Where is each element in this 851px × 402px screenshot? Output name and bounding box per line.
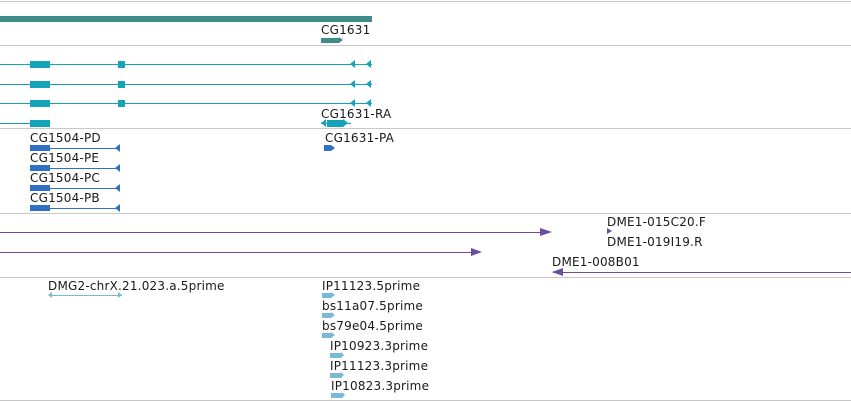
protein-row[interactable] — [30, 208, 120, 209]
gene-span-bar[interactable] — [0, 16, 372, 22]
protein-feature[interactable] — [30, 145, 50, 151]
track-separator — [0, 1, 851, 2]
transcript-end-arrow-icon — [350, 60, 355, 68]
transcript-end-arrow-icon — [366, 99, 371, 107]
transcript-exon[interactable] — [118, 100, 125, 107]
est-feature[interactable] — [330, 353, 341, 358]
track-separator — [0, 45, 851, 46]
est-label-bs79e04-5prime[interactable]: bs79e04.5prime — [322, 319, 423, 333]
protein-end-arrow-icon — [115, 144, 120, 152]
protein-track: CG1631-PA CG1504-PD CG1504-PE CG1504-PC … — [0, 129, 851, 213]
est-arrow-icon — [331, 332, 335, 338]
transcript-exon[interactable] — [118, 61, 125, 68]
est-arrow-icon — [341, 372, 344, 378]
est-feature[interactable] — [330, 373, 341, 378]
clone-label-dme1-008b01[interactable]: DME1-008B01 — [552, 255, 640, 269]
transcript-exon[interactable] — [327, 120, 343, 127]
transcript-exon[interactable] — [30, 100, 50, 107]
transcript-exon[interactable] — [30, 120, 50, 127]
protein-row[interactable] — [30, 168, 120, 169]
track-separator — [0, 400, 851, 401]
gene-feature-cg1631[interactable] — [321, 38, 339, 43]
transcript-end-arrow-icon — [343, 119, 348, 127]
transcript-track: CG1631-RA — [0, 46, 851, 128]
track-separator — [0, 277, 851, 278]
protein-feature[interactable] — [30, 205, 50, 211]
protein-label-cg1504-pe[interactable]: CG1504-PE — [30, 151, 100, 165]
est-label-bs11a07-5prime[interactable]: bs11a07.5prime — [322, 299, 423, 313]
protein-label-cg1631-pa[interactable]: CG1631-PA — [325, 131, 395, 145]
protein-label-cg1504-pc[interactable]: CG1504-PC — [30, 171, 100, 185]
protein-end-arrow-icon — [115, 164, 120, 172]
transcript-label-cg1631-ra[interactable]: CG1631-RA — [321, 107, 392, 121]
clone-row[interactable] — [0, 232, 548, 233]
transcript-row[interactable] — [0, 84, 372, 85]
transcript-end-arrow-icon — [350, 99, 355, 107]
track-separator — [0, 128, 851, 129]
est-feature[interactable] — [322, 313, 331, 318]
est-arrow-icon — [331, 312, 335, 318]
est-feature[interactable] — [331, 393, 342, 398]
transcript-exon[interactable] — [118, 81, 125, 88]
clone-end-arrow-icon — [540, 228, 552, 236]
clone-row[interactable] — [553, 272, 851, 273]
est-arrow-icon — [331, 292, 335, 298]
transcript-end-arrow-icon — [366, 80, 371, 88]
est-track: DMG2-chrX.21.023.a.5prime IP11123.5prime… — [0, 278, 851, 400]
protein-feature[interactable] — [30, 185, 50, 191]
protein-strand-arrow-icon — [331, 145, 335, 151]
protein-label-cg1504-pd[interactable]: CG1504-PD — [30, 131, 101, 145]
transcript-row[interactable] — [0, 103, 372, 104]
transcript-exon[interactable] — [30, 81, 50, 88]
est-arrow-icon — [341, 352, 344, 358]
protein-row[interactable] — [30, 188, 120, 189]
est-label-dmg2-chrx[interactable]: DMG2-chrX.21.023.a.5prime — [48, 279, 225, 293]
clone-track: DME1-015C20.F DME1-019I19.R DME1-008B01 — [0, 214, 851, 277]
est-label-ip10923-3prime[interactable]: IP10923.3prime — [330, 339, 429, 353]
transcript-end-arrow-icon — [350, 80, 355, 88]
track-separator — [0, 213, 851, 214]
transcript-exon[interactable] — [30, 61, 50, 68]
est-start-arrow-icon — [48, 292, 52, 298]
protein-end-arrow-icon — [115, 204, 120, 212]
clone-row[interactable] — [0, 252, 480, 253]
est-feature[interactable] — [322, 293, 331, 298]
est-feature[interactable] — [322, 333, 331, 338]
protein-end-arrow-icon — [115, 184, 120, 192]
est-label-ip11123-3prime[interactable]: IP11123.3prime — [330, 359, 429, 373]
transcript-row[interactable] — [0, 64, 372, 65]
protein-label-cg1504-pb[interactable]: CG1504-PB — [30, 191, 100, 205]
est-arrow-icon — [342, 392, 345, 398]
clone-label-dme1-019i19-r[interactable]: DME1-019I19.R — [607, 235, 703, 249]
clone-arrow-icon — [607, 228, 612, 234]
transcript-row[interactable] — [0, 123, 50, 124]
est-label-ip10823-3prime[interactable]: IP10823.3prime — [331, 379, 430, 393]
clone-label-dme1-015c20-f[interactable]: DME1-015C20.F — [607, 215, 707, 229]
clone-start-arrow-icon — [552, 268, 563, 276]
clone-end-arrow-icon — [471, 248, 482, 256]
protein-row[interactable] — [30, 148, 120, 149]
transcript-start-arrow-icon — [321, 119, 326, 127]
gene-strand-arrow-icon — [339, 37, 343, 43]
est-end-arrow-icon — [118, 292, 122, 298]
gene-label-cg1631[interactable]: CG1631 — [321, 23, 371, 37]
gene-track: CG1631 — [0, 0, 851, 45]
protein-feature-cg1631-pa[interactable] — [324, 145, 331, 151]
protein-feature[interactable] — [30, 165, 50, 171]
transcript-end-arrow-icon — [366, 60, 371, 68]
est-row[interactable] — [49, 295, 122, 296]
est-label-ip11123-5prime[interactable]: IP11123.5prime — [322, 279, 421, 293]
